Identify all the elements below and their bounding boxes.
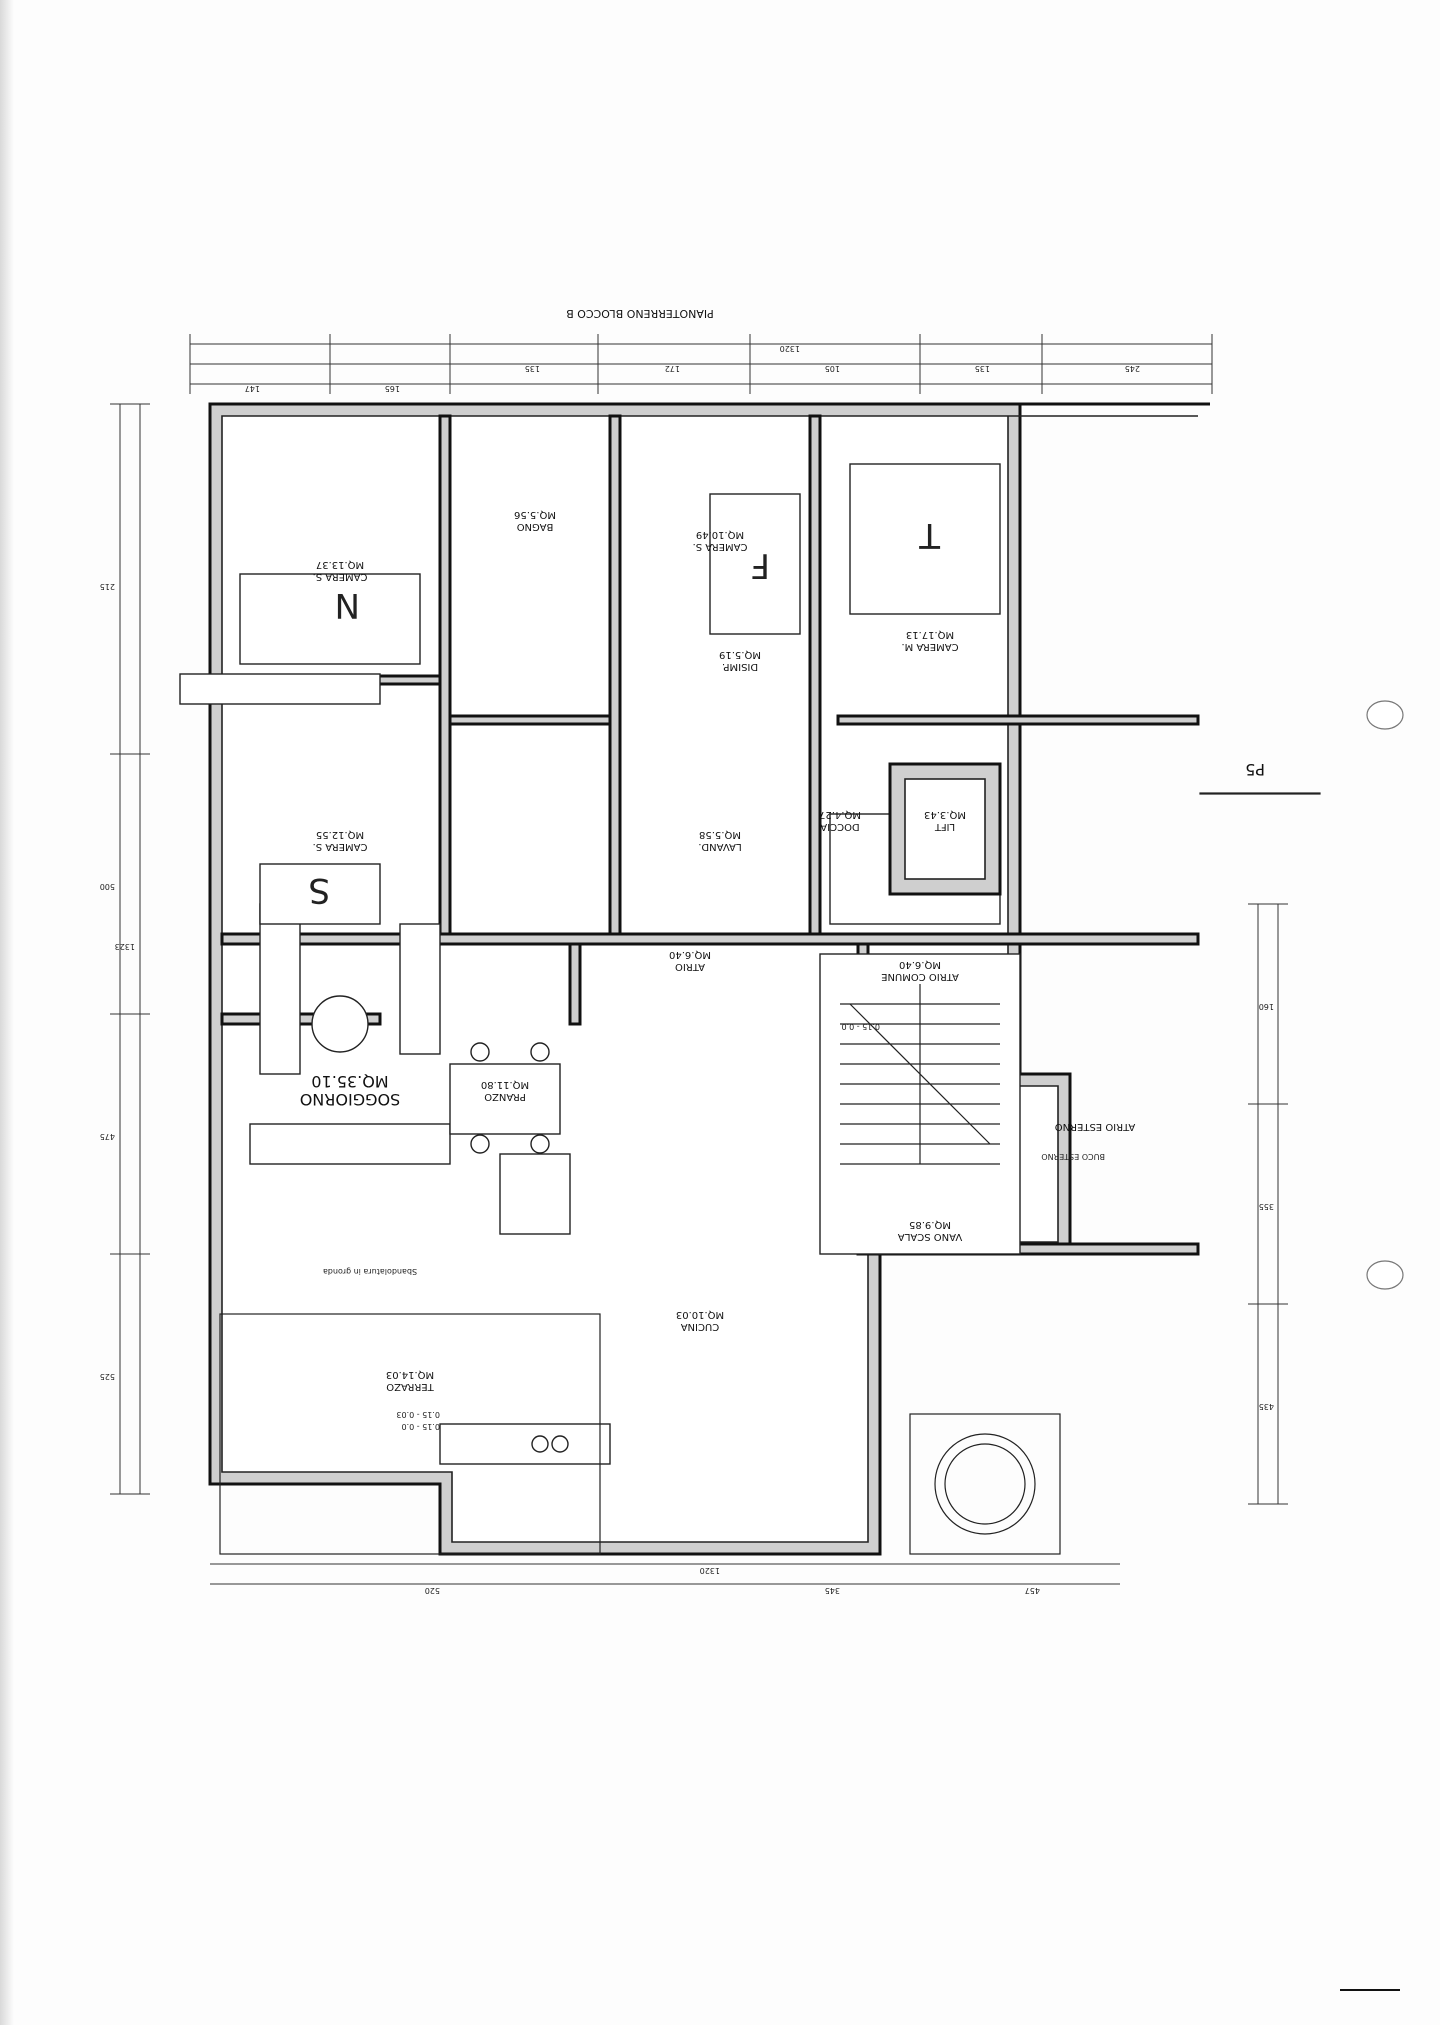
grid-label-p5: P5 bbox=[1245, 760, 1265, 779]
dim-left-2: 475 bbox=[100, 1132, 115, 1141]
dim-bottom-2: 345 bbox=[825, 1586, 840, 1595]
dim-right-2: 160 bbox=[1259, 1002, 1274, 1011]
dim-top-3: 105 bbox=[825, 364, 840, 373]
dim-left-3: 500 bbox=[100, 882, 115, 891]
bed-letter-f: F bbox=[750, 545, 770, 585]
dim-top-7: 147 bbox=[245, 384, 260, 393]
room-terrazo-area: MQ.14.03 bbox=[386, 1369, 434, 1380]
dim-right-0: 435 bbox=[1259, 1402, 1274, 1411]
annotation-sottoposto: Sbandolatura in gronda bbox=[323, 1267, 417, 1276]
room-camera-f-name: CAMERA S. bbox=[693, 541, 748, 552]
room-soggiorno-name: SOGGIORNO bbox=[300, 1090, 401, 1109]
room-camera-n-area: MQ.13.37 bbox=[316, 559, 364, 570]
room-atrio-esterno-name: ATRIO ESTERNO bbox=[1055, 1121, 1136, 1132]
dim-right-1: 355 bbox=[1259, 1202, 1274, 1211]
room-atrio-area: MQ.6.40 bbox=[669, 949, 711, 960]
plan-title: PIANOTERRENO BLOCCO B bbox=[566, 307, 714, 320]
annotation-quota-1: 0.15 - 0.0 bbox=[401, 1422, 440, 1431]
binder-hole-bottom bbox=[1366, 1260, 1404, 1290]
annotation-door-sign: BUCO ESTERNO bbox=[1041, 1152, 1105, 1161]
room-disimp-area: MQ.5.19 bbox=[719, 649, 761, 660]
room-soggiorno-area: MQ.35.10 bbox=[311, 1072, 388, 1091]
dim-top-2: 135 bbox=[975, 364, 990, 373]
dimension-chain-bottom: 1320 457 345 520 bbox=[210, 1563, 1120, 1595]
apartment-walls bbox=[208, 402, 1210, 1556]
room-atrio-comune-area: MQ.6.40 bbox=[899, 959, 941, 970]
room-camera-m-name: CAMERA M. bbox=[901, 641, 958, 652]
dimension-chain-side-b: 435 355 160 bbox=[1248, 903, 1288, 1505]
stair-block bbox=[819, 813, 1021, 1255]
room-lavand-name: LAVAND. bbox=[698, 841, 741, 852]
bed-letter-n: N bbox=[335, 585, 360, 625]
room-camera-m-area: MQ.17.13 bbox=[906, 629, 954, 640]
terrace bbox=[219, 1313, 601, 1555]
bed-letter-m: T bbox=[919, 515, 941, 555]
binder-hole-top bbox=[1366, 700, 1404, 730]
annotation-quota-2: 0.15 - 0.03 bbox=[396, 1410, 440, 1419]
dim-top-5: 135 bbox=[525, 364, 540, 373]
annotation-quota-3: 0.15 - 0.0 bbox=[841, 1022, 880, 1031]
dim-bottom-1: 457 bbox=[1025, 1586, 1040, 1595]
scan-edge-shadow bbox=[0, 0, 14, 2025]
room-bagno-area: MQ.5.56 bbox=[514, 509, 556, 520]
dimension-chain-top: 1320 245 135 105 172 135 165 147 bbox=[189, 334, 1213, 394]
bed-s: S bbox=[259, 863, 381, 925]
courtyard-planter bbox=[909, 1413, 1061, 1555]
bed-f: F bbox=[709, 493, 801, 635]
kitchen-furniture bbox=[439, 1153, 611, 1465]
dim-top-0: 1320 bbox=[780, 344, 800, 353]
dim-top-4: 172 bbox=[665, 364, 680, 373]
room-doccia-area: MQ.4.27 bbox=[819, 809, 861, 820]
room-camera-f-area: MQ.10.49 bbox=[696, 529, 744, 540]
room-camera-s-name: CAMERA S. bbox=[313, 841, 368, 852]
room-lavand-area: MQ.5.58 bbox=[699, 829, 741, 840]
room-vano-scala-name: VANO SCALA bbox=[898, 1231, 963, 1242]
bed-letter-s: S bbox=[308, 870, 330, 910]
bed-n: N bbox=[239, 573, 421, 665]
dim-bottom-0: 1320 bbox=[700, 1566, 720, 1575]
room-pranzo-name: PRANZO bbox=[484, 1091, 526, 1102]
room-atrio-comune-name: ATRIO COMUNE bbox=[881, 971, 959, 982]
bed-m: T bbox=[849, 463, 1001, 615]
room-atrio-name: ATRIO bbox=[675, 961, 705, 972]
dimension-chain-side-a: 1323 525 475 500 215 bbox=[100, 403, 150, 1495]
room-camera-n-name: CAMERA S. bbox=[313, 571, 368, 582]
room-terrazo-name: TERRAZO bbox=[386, 1381, 435, 1392]
room-bagno-name: BAGNO bbox=[517, 521, 554, 532]
dim-left-1: 525 bbox=[100, 1372, 115, 1381]
room-lift-name: LIFT bbox=[934, 821, 955, 832]
lift-shaft bbox=[888, 762, 1002, 896]
room-lift-area: MQ.3.43 bbox=[924, 809, 966, 820]
room-cucina-name: CUCINA bbox=[681, 1321, 720, 1332]
dim-left-4: 215 bbox=[100, 582, 115, 591]
living-furniture bbox=[179, 673, 451, 1165]
dim-left-0: 1323 bbox=[115, 942, 135, 951]
dining-table bbox=[449, 1042, 561, 1154]
room-cucina-area: MQ.10.03 bbox=[676, 1309, 724, 1320]
dim-bottom-3: 520 bbox=[425, 1586, 440, 1595]
room-pranzo-area: MQ.11.80 bbox=[481, 1079, 529, 1090]
room-labels: CAMERA S. MQ.13.37 BAGNO MQ.5.56 CAMERA … bbox=[300, 509, 1136, 1431]
dim-top-6: 165 bbox=[385, 384, 400, 393]
room-camera-s-area: MQ.12.55 bbox=[316, 829, 364, 840]
room-vano-scala-area: MQ.9.85 bbox=[909, 1219, 951, 1230]
room-doccia-name: DOCCIA bbox=[820, 821, 859, 832]
room-disimp-name: DISIMP. bbox=[722, 661, 758, 672]
dim-top-1: 245 bbox=[1125, 364, 1140, 373]
